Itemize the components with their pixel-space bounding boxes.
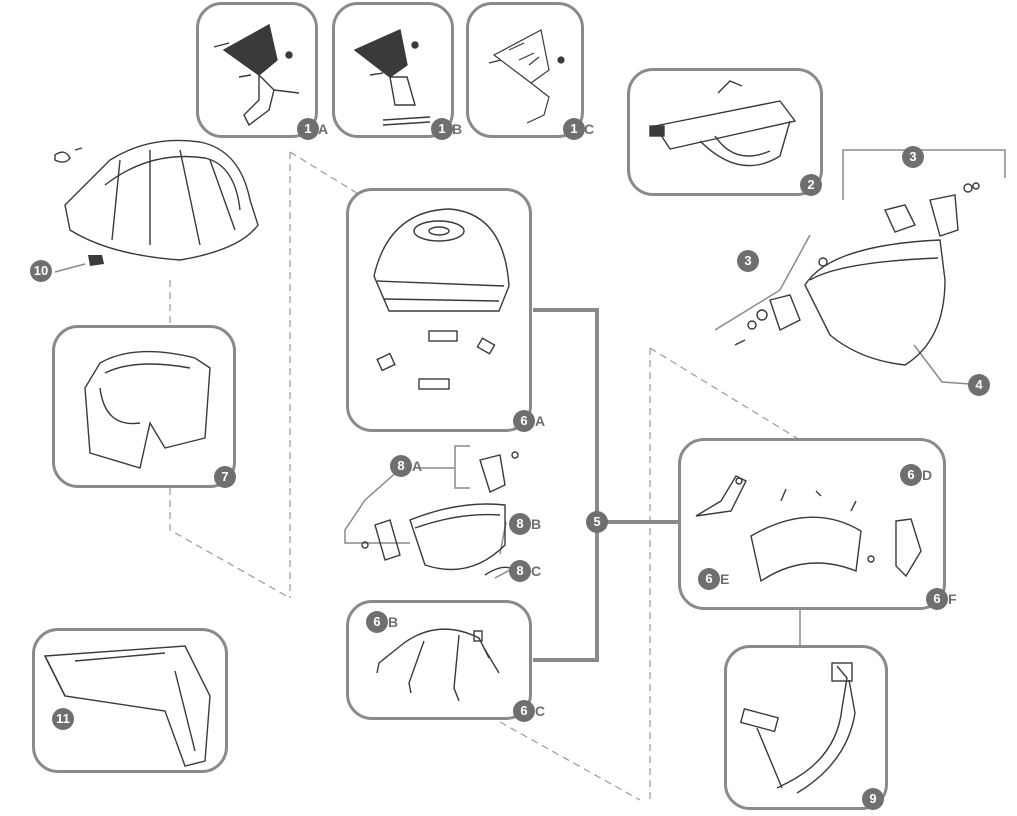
helmet-accessory-10 [88,255,104,266]
callout-6B-letter: B [388,614,399,630]
callout-1A-letter: A [318,121,329,137]
callout-6F-letter: F [948,591,957,607]
bracket-3-top [842,149,1006,200]
leader-8C [494,569,511,579]
callout-8A-letter: A [412,458,423,474]
main-helmet-sketch [54,139,259,261]
callout-6D-number: 6 [900,464,922,486]
callout-8A-number: 8 [390,455,412,477]
panel-7-bib-earflap [52,325,236,488]
panel-1C-liner-mount [466,2,584,138]
panel-11-liner [32,628,228,773]
goggles-sketch [649,80,797,167]
suspension-sketch [376,628,500,702]
callout-11: 11 [52,708,74,730]
callout-4: 4 [968,374,990,396]
callout-6A-number: 6 [513,410,535,432]
callout-8B-letter: B [531,516,542,532]
bracket-sketch-1A [213,23,300,127]
callout-5: 5 [586,511,608,533]
leader-4 [913,344,971,385]
callout-3-left: 3 [737,250,759,272]
bracket-5-left [533,308,599,662]
chinstrap-sketch [739,662,856,794]
callout-7: 7 [214,466,236,488]
bracket-3-left [714,234,811,331]
callout-3-top: 3 [902,146,924,168]
dashed-guide-top [289,151,361,196]
face-shield-sketch [734,182,980,366]
panel-1A-liner-mount [196,2,318,138]
bib-sketch [84,350,211,469]
panel-6D-6E-6F-headband [678,438,946,610]
liner-sketch [43,645,211,767]
dashed-guide-bib [169,488,291,599]
dashed-guide-right [649,347,801,441]
bracket-8A [418,445,470,489]
panel-1B-liner-mount [332,2,454,138]
panel-2-goggles [627,68,823,196]
callout-10: 10 [30,260,52,282]
shell-sketch [373,208,510,390]
callout-8B-number: 8 [509,513,531,535]
callout-6E-number: 6 [698,568,720,590]
callout-1C-number: 1 [563,118,585,140]
bracket-sketch-1C [488,29,565,124]
callout-6C-number: 6 [513,700,535,722]
callout-6A-letter: A [535,413,546,429]
callout-8C-letter: C [531,563,542,579]
leader-10 [54,263,86,273]
headband-sketch [695,475,922,583]
dashed-guide-bottom [499,721,641,801]
callout-1B-letter: B [452,121,463,137]
callout-8C-number: 8 [509,560,531,582]
callout-2: 2 [800,174,822,196]
visor-8-sketch [361,451,519,576]
callout-6D-letter: D [922,467,933,483]
bracket-sketch-1B [353,29,431,126]
callout-6F-number: 6 [926,588,948,610]
panel-6A-helmet-shell [346,188,532,432]
panel-9-chinstrap [724,645,888,810]
callout-6E-letter: E [720,571,730,587]
callout-9: 9 [862,788,884,810]
callout-1C-letter: C [584,121,595,137]
panel-6B-6C-suspension [346,600,532,720]
callout-1B-number: 1 [431,118,453,140]
callout-6C-letter: C [535,703,546,719]
callout-1A-number: 1 [297,118,319,140]
callout-6B-number: 6 [366,611,388,633]
